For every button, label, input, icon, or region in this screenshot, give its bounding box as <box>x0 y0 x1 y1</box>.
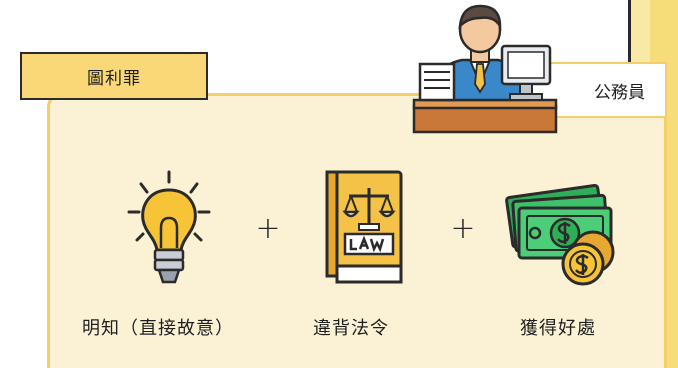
role-label: 公務員 <box>594 82 645 103</box>
crime-title-tab: 圖利罪 <box>20 52 208 100</box>
caption-intent: 明知（直接故意） <box>82 318 234 339</box>
caption-violate-law: 違背法令 <box>313 318 389 339</box>
plus-sign-2: + <box>450 211 476 246</box>
money-icon <box>505 183 615 286</box>
crime-title: 圖利罪 <box>87 68 141 89</box>
caption-gain-benefit: 獲得好處 <box>520 318 596 339</box>
law-book-icon <box>325 170 403 284</box>
civil-servant-icon <box>412 4 558 134</box>
lightbulb-icon <box>127 170 211 284</box>
plus-sign-1: + <box>255 211 281 246</box>
